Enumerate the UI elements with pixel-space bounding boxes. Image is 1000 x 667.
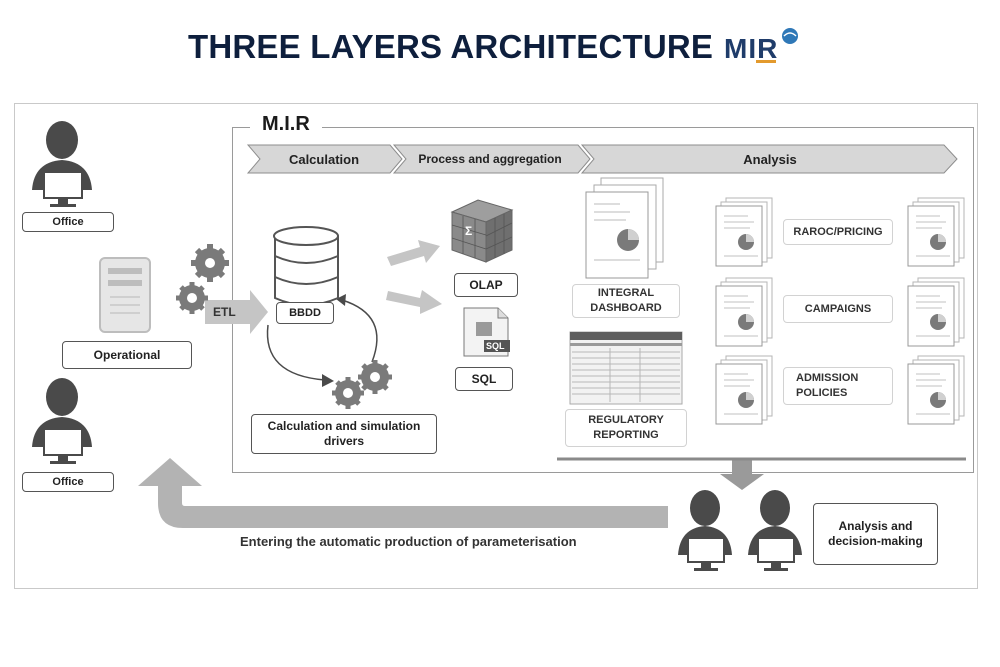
regulatory-reporting-label: REGULATORY REPORTING <box>565 409 687 447</box>
cube-sigma: Σ <box>465 224 473 238</box>
page-title: THREE LAYERS ARCHITECTURE <box>188 28 714 65</box>
admission-policies-label: ADMISSION POLICIES <box>783 367 893 405</box>
gear-icon-small <box>176 282 208 314</box>
outer-frame <box>14 103 978 589</box>
sql-label: SQL <box>455 367 513 391</box>
svg-text:MIR: MIR <box>724 33 778 64</box>
stage-analysis-label: Analysis <box>743 151 797 167</box>
sql-file-tag: SQL <box>486 341 505 351</box>
operational-label: Operational <box>62 341 192 369</box>
drivers-label: Calculation and simulation drivers <box>251 414 437 454</box>
down-arrow <box>720 460 764 490</box>
chevron-analysis <box>580 144 958 174</box>
arrow-to-olap <box>387 240 440 266</box>
stage-calculation-label: Calculation <box>288 151 360 167</box>
chevron-calculation <box>246 144 403 174</box>
arrow-to-sql <box>386 290 442 314</box>
document-stack-icon <box>907 197 965 267</box>
office-person-icon-top <box>32 121 92 207</box>
document-stack-icon <box>715 277 773 347</box>
olap-cube-icon <box>450 199 514 263</box>
mir-label: M.I.R <box>250 113 322 136</box>
campaigns-label: CAMPAIGNS <box>783 295 893 323</box>
database-icon <box>273 226 339 306</box>
mir-logo: MIR <box>722 24 802 66</box>
sql-file-icon <box>463 307 510 357</box>
analyst-person-icon-left <box>678 490 732 571</box>
feedback-label: Entering the automatic production of par… <box>240 534 577 549</box>
stage-process-label: Process and aggregation <box>418 151 562 166</box>
olap-label: OLAP <box>454 273 518 297</box>
document-stack-icon <box>715 355 773 425</box>
chevron-process <box>392 144 591 174</box>
document-stack-icon <box>715 197 773 267</box>
office-person-icon-bottom <box>32 378 92 464</box>
analyst-person-icon-right <box>748 490 802 571</box>
gear-icon <box>191 244 229 282</box>
office-label-top: Office <box>22 212 114 232</box>
regulatory-report-screenshot <box>569 331 683 405</box>
document-stack-icon <box>907 355 965 425</box>
dashboard-report-icon <box>585 177 664 279</box>
raroc-pricing-label: RAROC/PRICING <box>783 219 893 245</box>
office-label-bottom: Office <box>22 472 114 492</box>
gears-calc-icon <box>332 360 392 409</box>
etl-label: ETL <box>213 305 236 319</box>
bbdd-label: BBDD <box>276 302 334 324</box>
integral-dashboard-label: INTEGRAL DASHBOARD <box>572 284 680 318</box>
decision-label: Analysis and decision-making <box>813 503 938 565</box>
server-icon <box>99 257 151 333</box>
feedback-arrow <box>138 458 668 528</box>
etl-arrow <box>205 290 268 334</box>
document-stack-icon <box>907 277 965 347</box>
